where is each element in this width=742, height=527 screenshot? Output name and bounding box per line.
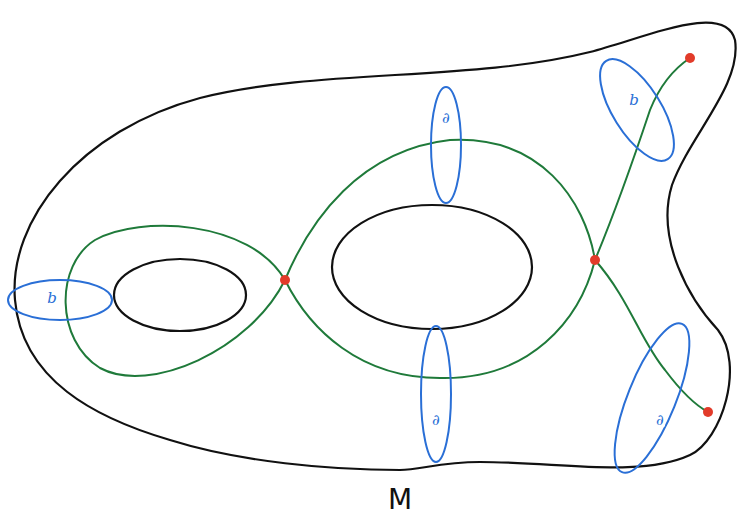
vertex-dot [685,53,695,63]
surface-name: M [387,486,413,514]
circle-label: b [628,93,640,108]
cut-circle [600,315,704,481]
graph-edge [595,260,708,412]
cut-circle [431,87,461,203]
cut-circle [421,326,451,462]
hole [332,205,532,329]
vertex-dot [280,275,290,285]
circle-label: ∂ [655,413,665,428]
graph-loop [285,140,595,378]
surface-outline [15,23,736,470]
graph-loop [66,226,285,376]
graph-edge [595,58,690,260]
vertex-dot [703,407,713,417]
cut-circle [8,280,112,320]
circle-label: ∂ [441,111,451,126]
hole [114,259,246,331]
cut-circle [586,48,688,172]
circle-label: b [46,291,58,306]
vertex-dot [590,255,600,265]
circle-label: ∂ [431,413,441,428]
